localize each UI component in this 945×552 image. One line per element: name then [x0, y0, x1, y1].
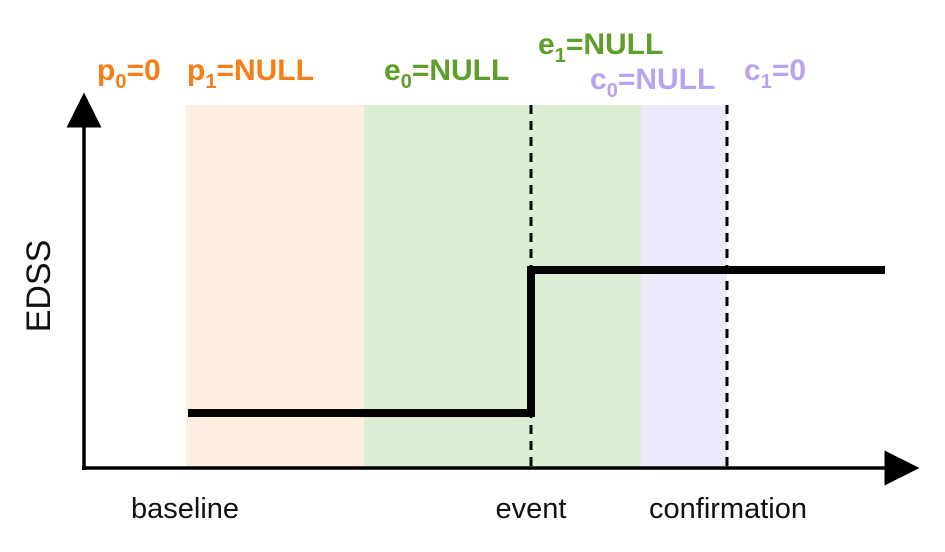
c1-label: c1=0	[744, 54, 806, 93]
baseline-label: baseline	[131, 493, 239, 525]
c0-label: c0=NULL	[590, 63, 715, 102]
confirmation-label: confirmation	[649, 493, 807, 525]
event-label: event	[496, 493, 567, 525]
y-axis-label: EDSS	[20, 240, 58, 333]
p0-label: p0=0	[97, 54, 161, 93]
confirmation-window-band	[641, 105, 727, 468]
event-window-band	[364, 105, 641, 468]
p1-label: p1=NULL	[187, 54, 314, 93]
e0-label: e0=NULL	[384, 54, 509, 93]
e1-label: e1=NULL	[538, 28, 663, 67]
edss-step-line	[188, 266, 885, 417]
pre-baseline-window-band	[186, 105, 364, 468]
